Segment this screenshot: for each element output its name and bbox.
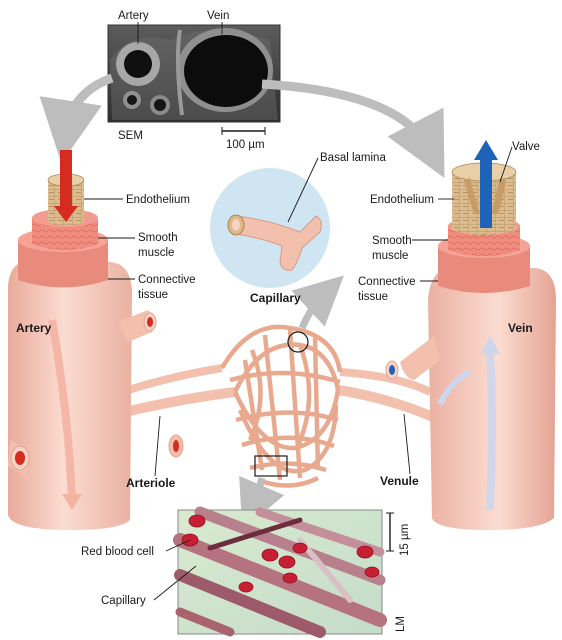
artery-tissue-label: tissue xyxy=(138,289,168,301)
artery-flow-arrow xyxy=(60,150,72,214)
vein-smooth-label: Smooth xyxy=(372,235,412,247)
rbc-label: Red blood cell xyxy=(81,546,154,558)
artery-connective-label: Connective xyxy=(138,274,196,286)
valve-label: Valve xyxy=(512,141,540,153)
vein-connective-ring xyxy=(438,246,530,293)
red-blood-cells xyxy=(181,514,380,593)
lm-caption: LM xyxy=(395,616,407,632)
artery-connective-ring xyxy=(18,240,108,288)
lm-capillary-label: Capillary xyxy=(101,595,146,607)
sem-vein-lumen xyxy=(184,35,268,107)
artery-endothelium-label: Endothelium xyxy=(126,194,190,206)
basal-lamina-label: Basal lamina xyxy=(320,152,386,164)
lm-micrograph: Red blood cell Capillary 15 µm LM xyxy=(81,506,411,638)
vein-muscle-label: muscle xyxy=(372,250,408,262)
vein-name-label: Vein xyxy=(508,321,533,335)
sem-scale-label: 100 µm xyxy=(226,139,265,151)
capillary-inset: Basal lamina Capillary xyxy=(210,152,386,305)
vein-endothelium-label: Endothelium xyxy=(370,194,434,206)
vein-tissue-label: tissue xyxy=(358,291,388,303)
artery-smooth-label: Smooth xyxy=(138,232,178,244)
vein-valve-flap-left xyxy=(464,178,480,214)
artery-vessel xyxy=(8,150,157,530)
capillary-network xyxy=(90,275,443,531)
artery-labels: Endothelium Smooth muscle Connective tis… xyxy=(16,194,196,490)
sem-artery-lumen xyxy=(124,50,152,78)
sem-panel: Artery Vein SEM 100 µm xyxy=(107,10,281,151)
sem-artery-label: Artery xyxy=(118,10,149,22)
vein-labels: Valve Endothelium Smooth muscle Connecti… xyxy=(358,141,540,488)
sem-to-vein-arrow xyxy=(261,79,445,178)
vein-vessel xyxy=(385,140,556,530)
arteriole-label: Arteriole xyxy=(126,476,176,490)
lm-scale-label: 15 µm xyxy=(399,524,411,556)
vein-connective-label: Connective xyxy=(358,276,416,288)
artery-body xyxy=(8,261,132,530)
vein-flow-arrow xyxy=(480,156,492,228)
vein-branch-left xyxy=(400,336,440,380)
venule-label: Venule xyxy=(380,474,419,488)
artery-branch-lumen xyxy=(15,451,25,465)
artery-muscle-ring xyxy=(32,218,98,250)
artery-name-label: Artery xyxy=(16,321,52,335)
vein-valve-flap-right xyxy=(492,178,506,214)
vein-branch-lumen xyxy=(389,365,395,375)
sem-vein-label: Vein xyxy=(207,10,229,22)
capillary-inset-title: Capillary xyxy=(250,291,301,305)
venule-vessel xyxy=(337,385,443,425)
capillary-mesh xyxy=(220,324,343,488)
to-capillary-arrow xyxy=(291,275,344,330)
sem-caption: SEM xyxy=(118,130,143,142)
artery-muscle-label: muscle xyxy=(138,247,174,259)
to-micrograph-arrow xyxy=(239,475,285,531)
sem-to-artery-arrow xyxy=(39,73,114,164)
capillary-zoom-circle xyxy=(287,331,309,353)
